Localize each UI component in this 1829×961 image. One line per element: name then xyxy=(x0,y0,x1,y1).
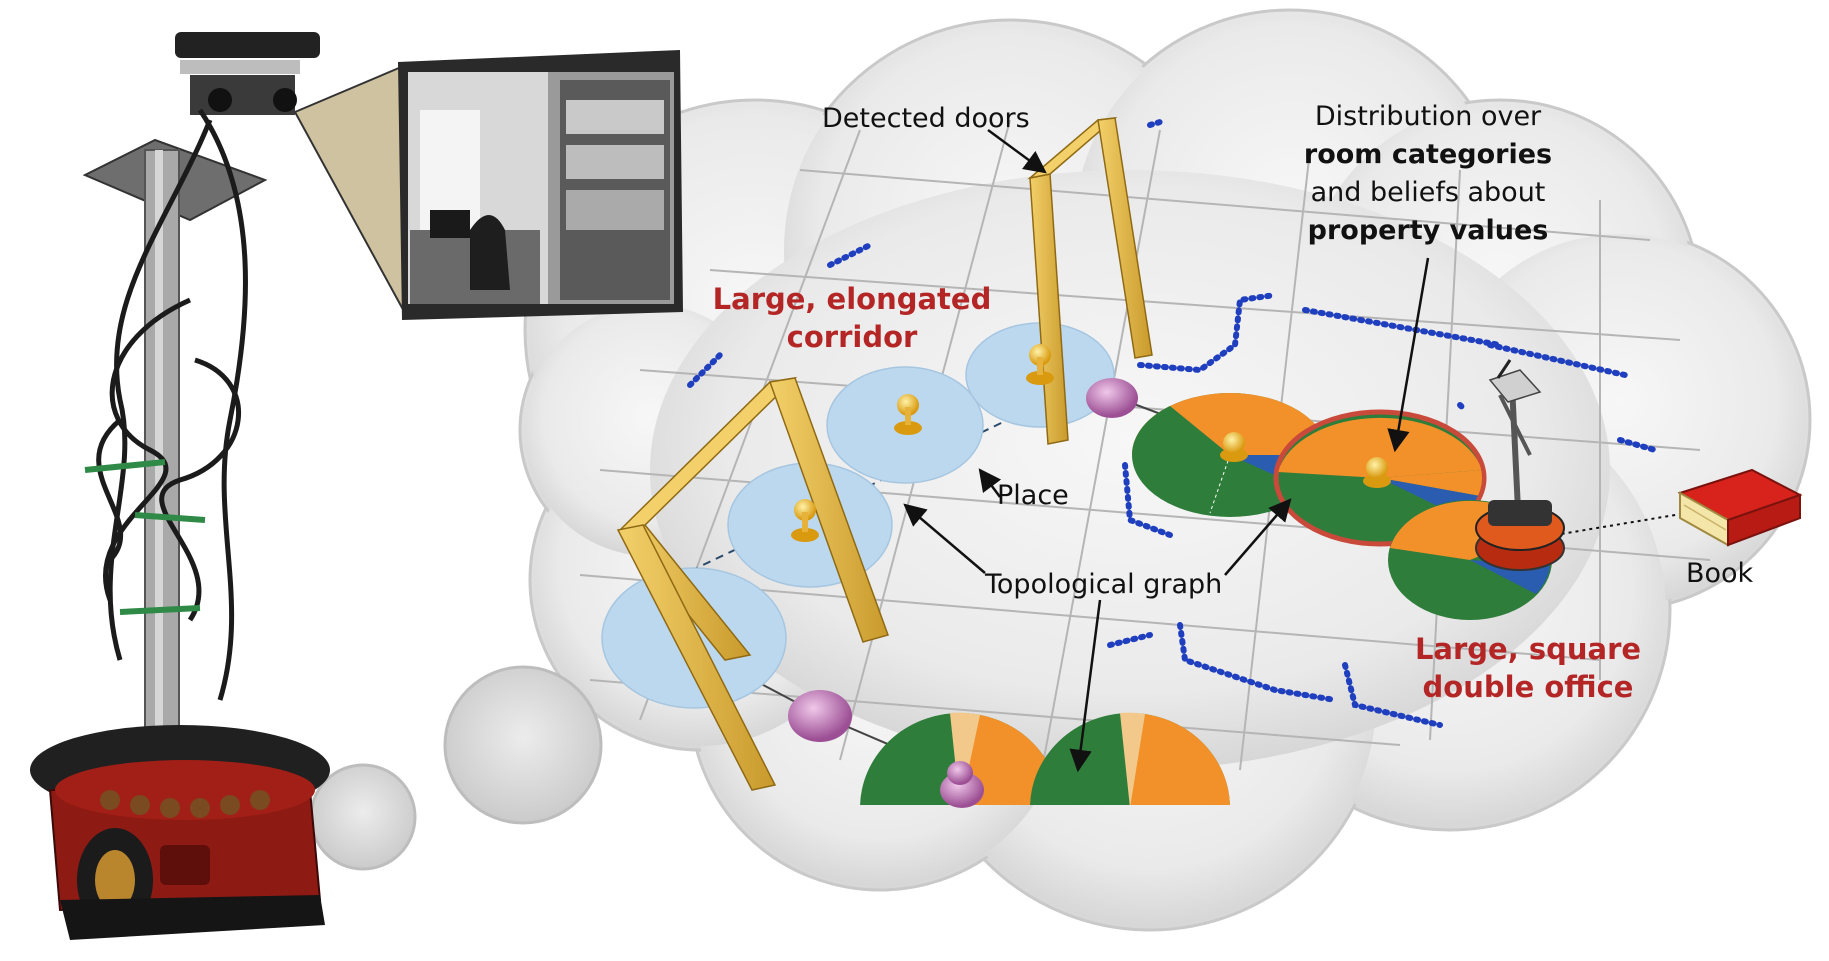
annotation-arrows xyxy=(903,128,1430,773)
thought-bubble-large xyxy=(443,665,603,825)
label-distribution-line4: property values xyxy=(1307,215,1549,246)
label-corridor-line2: corridor xyxy=(786,320,918,354)
label-office-line1: Large, square xyxy=(1414,632,1642,666)
room-node xyxy=(940,761,984,808)
door-icon xyxy=(616,376,889,791)
thought-bubble-medium xyxy=(309,763,417,871)
door-icon xyxy=(1027,116,1153,445)
laser-scan-points xyxy=(687,119,1658,728)
pin-icon xyxy=(791,499,819,542)
pin-icon xyxy=(894,394,922,435)
room-distribution-pie xyxy=(860,712,1230,805)
label-distribution-line2: room categories xyxy=(1303,139,1553,170)
room-node xyxy=(788,690,852,742)
label-place: Place xyxy=(997,480,1069,511)
room-node xyxy=(1086,378,1138,418)
robot-photo xyxy=(30,32,683,940)
label-detected-doors: Detected doors xyxy=(822,103,1030,134)
label-office-line2: double office xyxy=(1422,670,1634,704)
label-book: Book xyxy=(1686,558,1754,589)
thought-bubbles xyxy=(223,665,603,894)
book-icon xyxy=(1677,468,1803,547)
label-distribution-line1: Distribution over xyxy=(1314,101,1542,132)
label-corridor-line1: Large, elongated xyxy=(712,282,992,316)
label-topological-graph: Topological graph xyxy=(985,569,1223,600)
robot-icon xyxy=(1475,359,1565,571)
pin-icon xyxy=(1026,344,1054,385)
label-distribution-line3: and beliefs about xyxy=(1310,177,1546,208)
camera-view xyxy=(398,50,683,320)
